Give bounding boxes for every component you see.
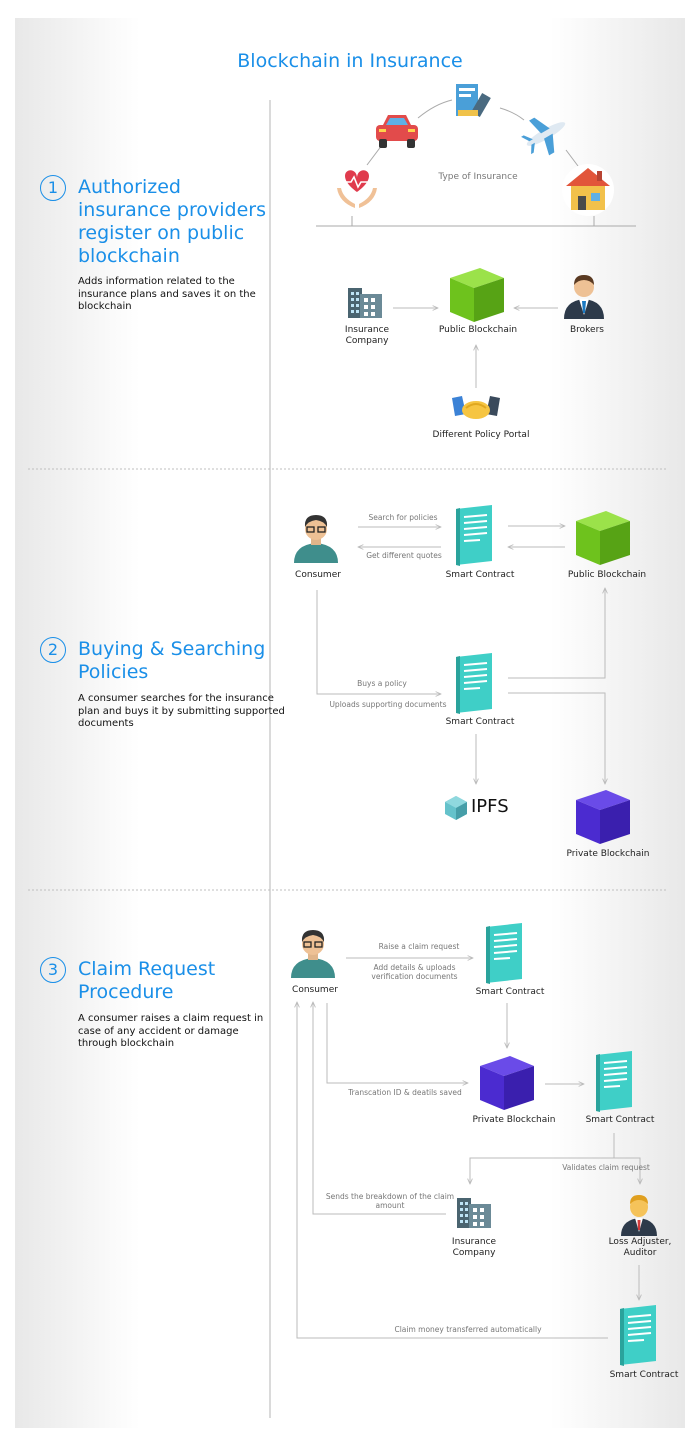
sends-breakdown-note: Sends the breakdown of the claim amount	[325, 1192, 455, 1210]
cube-icon	[576, 511, 630, 565]
step-number-2: 2	[40, 637, 66, 663]
smart-contract-icon	[485, 922, 523, 985]
smart-contract-label: Smart Contract	[445, 570, 515, 580]
medical-pen-icon	[456, 84, 491, 118]
arrow-icon	[508, 588, 605, 679]
smart-contract-label: Smart Contract	[445, 717, 515, 727]
arrow-icon	[614, 1157, 640, 1184]
arrow-icon	[313, 1002, 446, 1215]
house-icon	[562, 164, 614, 216]
public-blockchain-label: Public Blockchain	[438, 325, 518, 335]
search-policies-note: Search for policies	[368, 513, 438, 522]
add-details-note: Add details & uploads verification docum…	[371, 963, 458, 981]
step-number-3: 3	[40, 957, 66, 983]
raise-claim-note: Raise a claim request	[378, 942, 460, 951]
consumer-label: Consumer	[292, 985, 338, 995]
arrow-icon	[316, 590, 441, 694]
cube-icon	[480, 1056, 534, 1110]
public-blockchain-label: Public Blockchain	[567, 570, 647, 580]
cube-icon	[576, 790, 630, 844]
private-blockchain-label: Private Blockchain	[472, 1115, 556, 1125]
step-description-1: Adds information related to the insuranc…	[78, 276, 256, 312]
airplane-icon	[521, 117, 566, 156]
smart-contract-icon	[595, 1050, 633, 1113]
arrow-icon	[508, 692, 605, 784]
arrow-icon	[470, 1133, 615, 1184]
heart-hands-icon	[337, 170, 377, 208]
buys-policy-note: Buys a policy	[357, 679, 407, 688]
insurance-company-label: Insurance Company	[451, 1237, 497, 1258]
handshake-icon	[452, 396, 500, 419]
step-description-3: A consumer raises a claim request in cas…	[78, 1013, 264, 1049]
car-icon	[376, 115, 418, 148]
money-transferred-note: Claim money transferred automatically	[394, 1325, 542, 1334]
ipfs-icon	[445, 796, 467, 820]
insurance-company-label: Insurance Company	[344, 325, 390, 346]
left-background-panel	[15, 18, 140, 1428]
consumer-label: Consumer	[295, 570, 341, 580]
cube-icon	[450, 268, 504, 322]
smart-contract-label: Smart Contract	[609, 1370, 679, 1380]
private-blockchain-label: Private Blockchain	[566, 849, 650, 859]
smart-contract-icon	[455, 504, 493, 567]
loss-adjuster-label: Loss Adjuster, Auditor	[608, 1237, 672, 1258]
validates-claim-note: Validates claim request	[562, 1163, 650, 1172]
page-title: Blockchain in Insurance	[237, 50, 463, 72]
step-description-2: A consumer searches for the insurance pl…	[78, 693, 285, 729]
step-heading-1: Authorized insurance providers register …	[78, 176, 266, 267]
policy-portal-label: Different Policy Portal	[432, 430, 530, 440]
insurance-types-arc	[316, 99, 636, 227]
transaction-saved-note: Transcation ID & deatils saved	[348, 1088, 462, 1097]
smart-contract-icon	[455, 652, 493, 715]
brokers-label: Brokers	[569, 325, 604, 335]
ipfs-label: IPFS	[471, 796, 509, 817]
step-heading-2: Buying & Searching Policies	[78, 638, 266, 683]
step-heading-3: Claim Request Procedure	[78, 958, 216, 1003]
arrow-icon	[326, 1003, 468, 1083]
right-background-panel	[550, 18, 685, 1428]
smart-contract-label: Smart Contract	[585, 1115, 655, 1125]
smart-contract-icon	[619, 1304, 657, 1367]
uploads-docs-note: Uploads supporting documents	[329, 700, 447, 709]
smart-contract-label: Smart Contract	[475, 987, 545, 997]
arrow-icon	[297, 1002, 608, 1339]
type-of-insurance-label: Type of Insurance	[437, 172, 518, 182]
step-number-1: 1	[40, 175, 66, 201]
get-quotes-note: Get different quotes	[366, 551, 442, 560]
